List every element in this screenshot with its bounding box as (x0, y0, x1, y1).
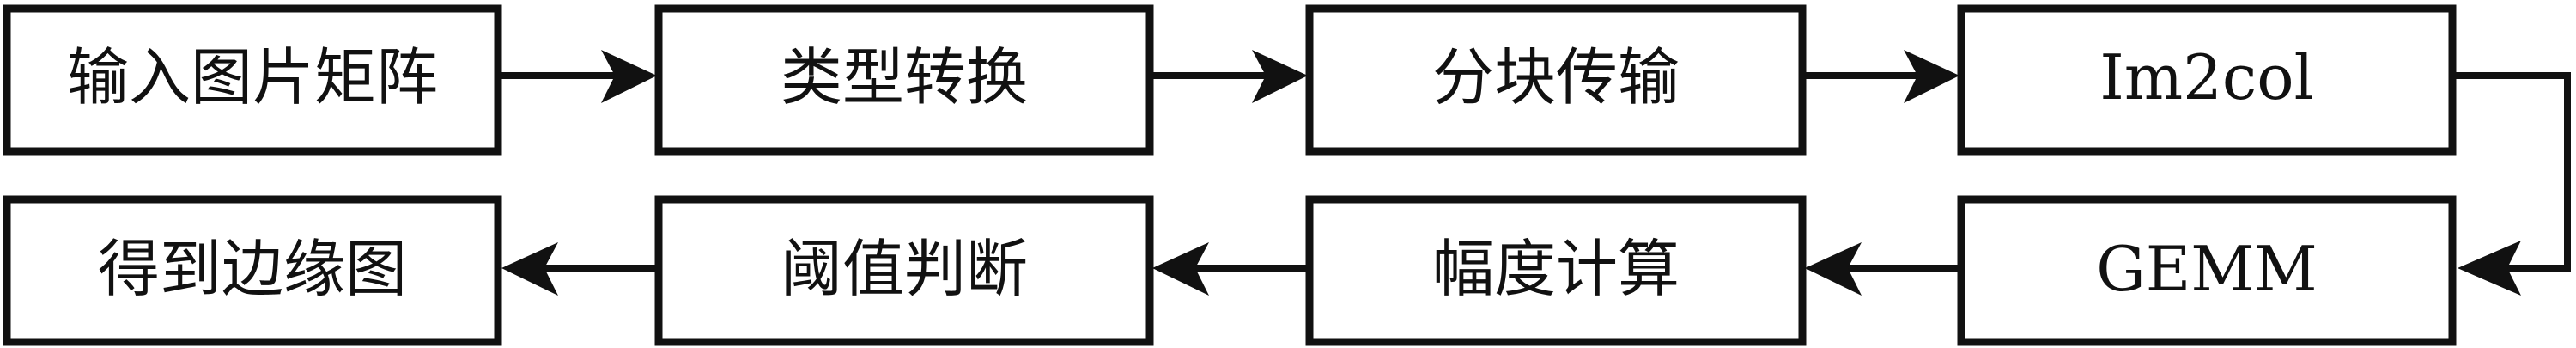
arrow-right-icon (1802, 50, 1959, 103)
step-label: 分块传输 (1432, 41, 1680, 113)
step-block-transfer: 分块传输 (1305, 4, 1807, 156)
step-gemm: GEMM (1957, 195, 2457, 346)
step-label: 输入图片矩阵 (67, 41, 438, 113)
step-im2col: Im2col (1957, 4, 2457, 156)
step-type-conversion: 类型转换 (654, 4, 1154, 156)
step-label: Im2col (2099, 41, 2313, 113)
arrow-left-icon (1805, 242, 1961, 296)
step-threshold-judgment: 阈值判断 (654, 195, 1154, 346)
arrow-left-icon (1152, 242, 1309, 296)
arrow-left-icon (501, 242, 659, 296)
step-get-edge-map: 得到边缘图 (3, 195, 502, 346)
step-label: 类型转换 (781, 41, 1028, 113)
arrow-right-icon (1150, 50, 1308, 103)
step-label: GEMM (2096, 233, 2318, 305)
step-label: 阈值判断 (781, 233, 1028, 305)
step-input-image-matrix: 输入图片矩阵 (3, 4, 502, 156)
step-magnitude-calculation: 幅度计算 (1305, 195, 1807, 346)
arrow-connector-icon (2452, 72, 2571, 296)
step-label: 幅度计算 (1432, 233, 1680, 305)
step-label: 得到边缘图 (98, 233, 407, 305)
arrow-right-icon (498, 50, 657, 103)
